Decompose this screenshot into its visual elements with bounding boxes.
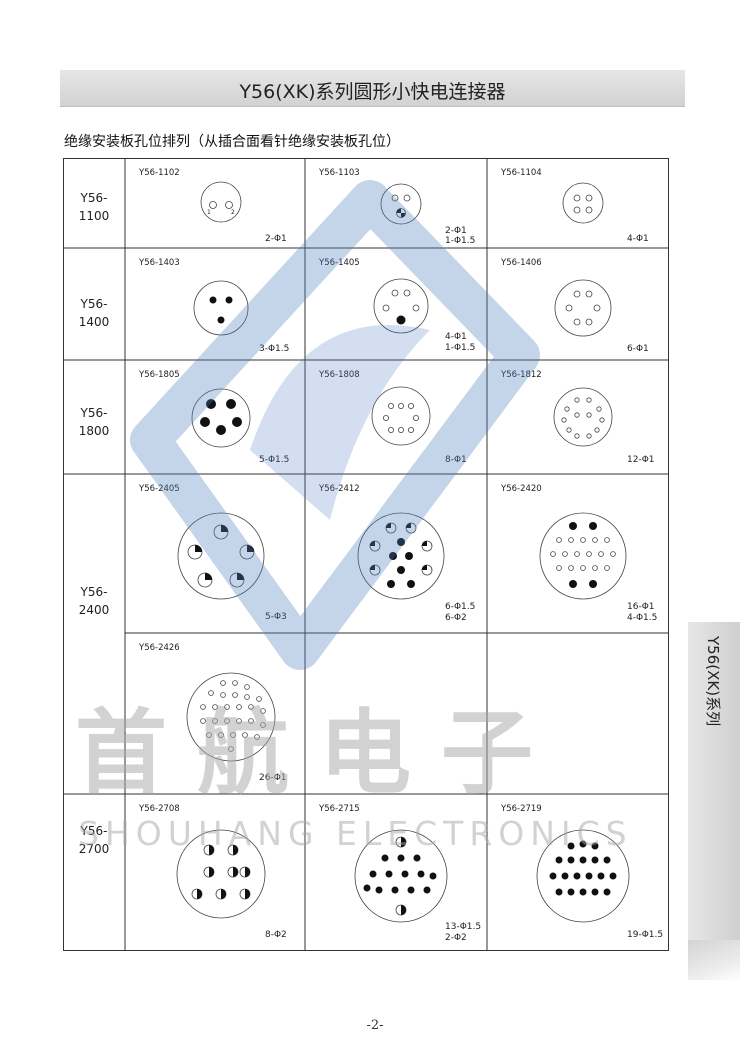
model-label: Y56-1103 [319,168,360,178]
section-subtitle: 绝缘安装板孔位排列（从插合面看针绝缘安装板孔位） [64,134,400,150]
model-label: Y56-2412 [319,484,360,494]
row-label-2400: Y56- 2400 [63,583,125,619]
model-label: Y56-2708 [139,804,180,814]
connector-diagram [554,279,612,337]
connector-diagram [536,829,630,923]
row-label-line: Y56- [80,824,108,838]
row-label-line: Y56- [80,191,108,205]
svg-text:2: 2 [231,209,235,216]
cell-y56-1103: Y56-1103 2-Φ1 1-Φ1.5 [305,158,487,248]
title-bar: Y56(XK)系列圆形小快电连接器 [60,70,685,107]
row-label-line: 1400 [78,315,110,329]
side-tab-label: Y56(XK)系列 [688,630,740,780]
cell-y56-1805: Y56-1805 5-Φ1.5 [125,360,305,474]
spec-line-2: 4-Φ1.5 [627,613,658,623]
cell-y56-1812: Y56-1812 12-Φ1 [487,360,669,474]
cell-y56-1406: Y56-1406 6-Φ1 [487,248,669,360]
page-title: Y56(XK)系列圆形小快电连接器 [239,81,506,103]
model-label: Y56-1812 [501,370,542,380]
row-label-1100: Y56- 1100 [63,189,125,225]
connector-diagram [177,512,265,600]
connector-diagram [539,512,627,600]
spec-line-1: 2-Φ1 [445,226,467,236]
cell-y56-2708: Y56-2708 8-Φ2 [125,794,305,951]
row-label-line: Y56- [80,406,108,420]
spec-line-1: 4-Φ1 [627,234,649,244]
spec-line-1: 3-Φ1.5 [259,344,290,354]
connector-diagram [354,829,448,923]
spec-line-1: 16-Φ1 [627,602,655,612]
connector-diagram [373,278,429,334]
row-label-line: 1100 [78,209,110,223]
table-grid-lines [63,158,669,951]
model-label: Y56-1405 [319,258,360,268]
row-label-line: Y56- [80,297,108,311]
connector-diagram [186,672,276,762]
row-label-1400: Y56- 1400 [63,295,125,331]
cell-y56-2405: Y56-2405 5-Φ3 [125,474,305,633]
model-label: Y56-2719 [501,804,542,814]
cell-y56-2420: Y56-2420 16-Φ1 4-Φ1.5 [487,474,669,633]
spec-line-1: 2-Φ1 [265,234,287,244]
row-label-1800: Y56- 1800 [63,404,125,440]
spec-line-2: 6-Φ2 [445,613,467,623]
connector-diagram [193,280,249,336]
row-label-2700: Y56- 2700 [63,822,125,858]
model-label: Y56-1808 [319,370,360,380]
spec-line-1: 13-Φ1.5 [445,922,482,932]
connector-diagram [357,512,445,600]
pin-layout-table: Y56- 1100 Y56- 1400 Y56- 1800 Y56- 2400 … [63,158,669,951]
spec-line-2: 2-Φ2 [445,933,467,943]
side-tab-text: Y56(XK)系列 [704,636,722,727]
spec-line-1: 8-Φ2 [265,930,287,940]
spec-line-1: 5-Φ3 [265,612,287,622]
spec-line-2: 1-Φ1.5 [445,343,476,353]
model-label: Y56-2715 [319,804,360,814]
model-label: Y56-2426 [139,643,180,653]
spec-line-1: 12-Φ1 [627,455,655,465]
model-label: Y56-1805 [139,370,180,380]
side-tab-shade [688,940,740,980]
spec-line-1: 6-Φ1 [627,344,649,354]
connector-diagram [371,386,431,446]
svg-text:1: 1 [207,209,211,216]
cell-y56-2719: Y56-2719 19-Φ1.5 [487,794,669,951]
model-label: Y56-2420 [501,484,542,494]
model-label: Y56-2405 [139,484,180,494]
spec-line-2: 1-Φ1.5 [445,236,476,246]
spec-line-1: 6-Φ1.5 [445,602,476,612]
row-label-line: Y56- [80,585,108,599]
row-label-line: 2400 [78,603,110,617]
cell-y56-2426: Y56-2426 26-Φ1 [125,633,305,794]
connector-diagram [191,388,251,448]
spec-line-1: 26-Φ1 [259,773,287,783]
connector-diagram [553,387,613,447]
spec-line-1: 19-Φ1.5 [627,930,664,940]
connector-diagram [176,829,266,919]
row-label-line: 1800 [78,424,110,438]
model-label: Y56-1406 [501,258,542,268]
row-label-line: 2700 [78,842,110,856]
cell-y56-2715: Y56-2715 13-Φ1.5 2-Φ2 [305,794,487,951]
cell-y56-1405: Y56-1405 4-Φ1 1-Φ1.5 [305,248,487,360]
model-label: Y56-1102 [139,168,180,178]
cell-y56-2412: Y56-2412 6-Φ1.5 6-Φ2 [305,474,487,633]
spec-line-1: 4-Φ1 [445,332,467,342]
model-label: Y56-1104 [501,168,542,178]
connector-diagram [562,182,604,224]
connector-diagram [380,183,422,225]
model-label: Y56-1403 [139,258,180,268]
cell-y56-1104: Y56-1104 4-Φ1 [487,158,669,248]
cell-y56-1403: Y56-1403 3-Φ1.5 [125,248,305,360]
page-number: -2- [366,1018,384,1033]
spec-line-1: 8-Φ1 [445,455,467,465]
spec-line-1: 5-Φ1.5 [259,455,290,465]
cell-y56-1808: Y56-1808 8-Φ1 [305,360,487,474]
side-tab [688,622,740,940]
